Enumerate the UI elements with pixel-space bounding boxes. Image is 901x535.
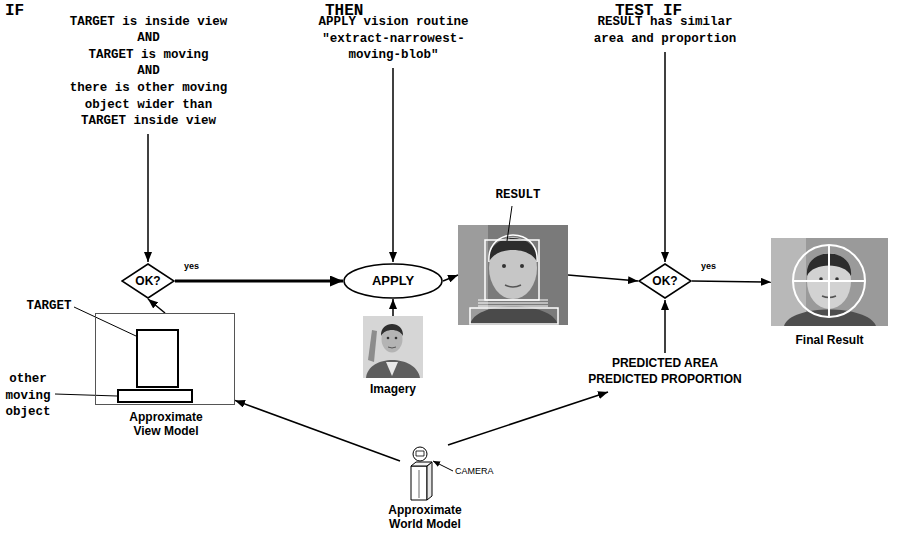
condition-text: there is other moving object wider than … (66, 80, 231, 130)
shape-text: OK? (135, 274, 160, 288)
camera-label: CAMERA (455, 466, 499, 477)
connector-arrow (175, 280, 343, 283)
leader-line (55, 394, 117, 396)
caption: RESULT (478, 187, 558, 204)
condition-arrow (147, 134, 149, 262)
action-arrow (392, 68, 394, 262)
connector-arrow (392, 299, 394, 316)
connector-arrow (148, 299, 165, 313)
decision-diamond: OK? (121, 263, 175, 299)
rule-heading: IF (5, 2, 45, 20)
condition-text: TARGET is inside view (66, 14, 231, 31)
world-model-figure: Approximate World Model (400, 440, 450, 500)
connector-arrow (235, 400, 400, 461)
leader-line (507, 206, 512, 241)
imagery-photo: Imagery (363, 316, 423, 378)
edge-label: yes (700, 261, 717, 271)
result-photo: RESULT (458, 225, 568, 325)
edge-label: yes (183, 261, 200, 271)
other-object-rect (118, 390, 192, 402)
connector-arrow (443, 275, 458, 281)
test-arrow (664, 52, 666, 262)
connector-arrow (692, 281, 771, 282)
action-text: APPLY vision routine "extract-narrowest-… (316, 14, 471, 64)
world-to-prediction-arrow (448, 392, 608, 445)
apply-ellipse: APPLY (343, 263, 443, 299)
condition-text: TARGET is moving (66, 47, 231, 64)
prediction-label: PREDICTED PROPORTION (575, 372, 755, 386)
caption: Approximate View Model (121, 410, 211, 438)
part-label: other moving object (1, 371, 55, 421)
condition-text: AND (66, 63, 231, 80)
shape-text: APPLY (372, 274, 414, 288)
condition-text: AND (66, 30, 231, 47)
view-model-box: Approximate View Model (95, 313, 235, 405)
result-photo (458, 206, 568, 325)
prediction-label: PREDICTED AREA (575, 356, 755, 370)
connector-arrow (568, 275, 638, 281)
target-rect (137, 330, 178, 387)
imagery-photo (363, 316, 423, 378)
test-text: RESULT has similar area and proportion (590, 14, 740, 47)
final-result-photo (771, 238, 888, 326)
caption: Imagery (353, 382, 433, 396)
part-label: TARGET (25, 298, 73, 315)
caption: Final Result (766, 333, 893, 347)
decision-diamond: OK? (638, 263, 692, 299)
prediction-arrow (664, 300, 666, 353)
shape-text: OK? (652, 274, 677, 288)
final-result-photo: Final Result (771, 238, 888, 326)
world-model-figure (411, 447, 453, 500)
leader-line (74, 307, 136, 336)
caption: Approximate World Model (380, 503, 470, 531)
